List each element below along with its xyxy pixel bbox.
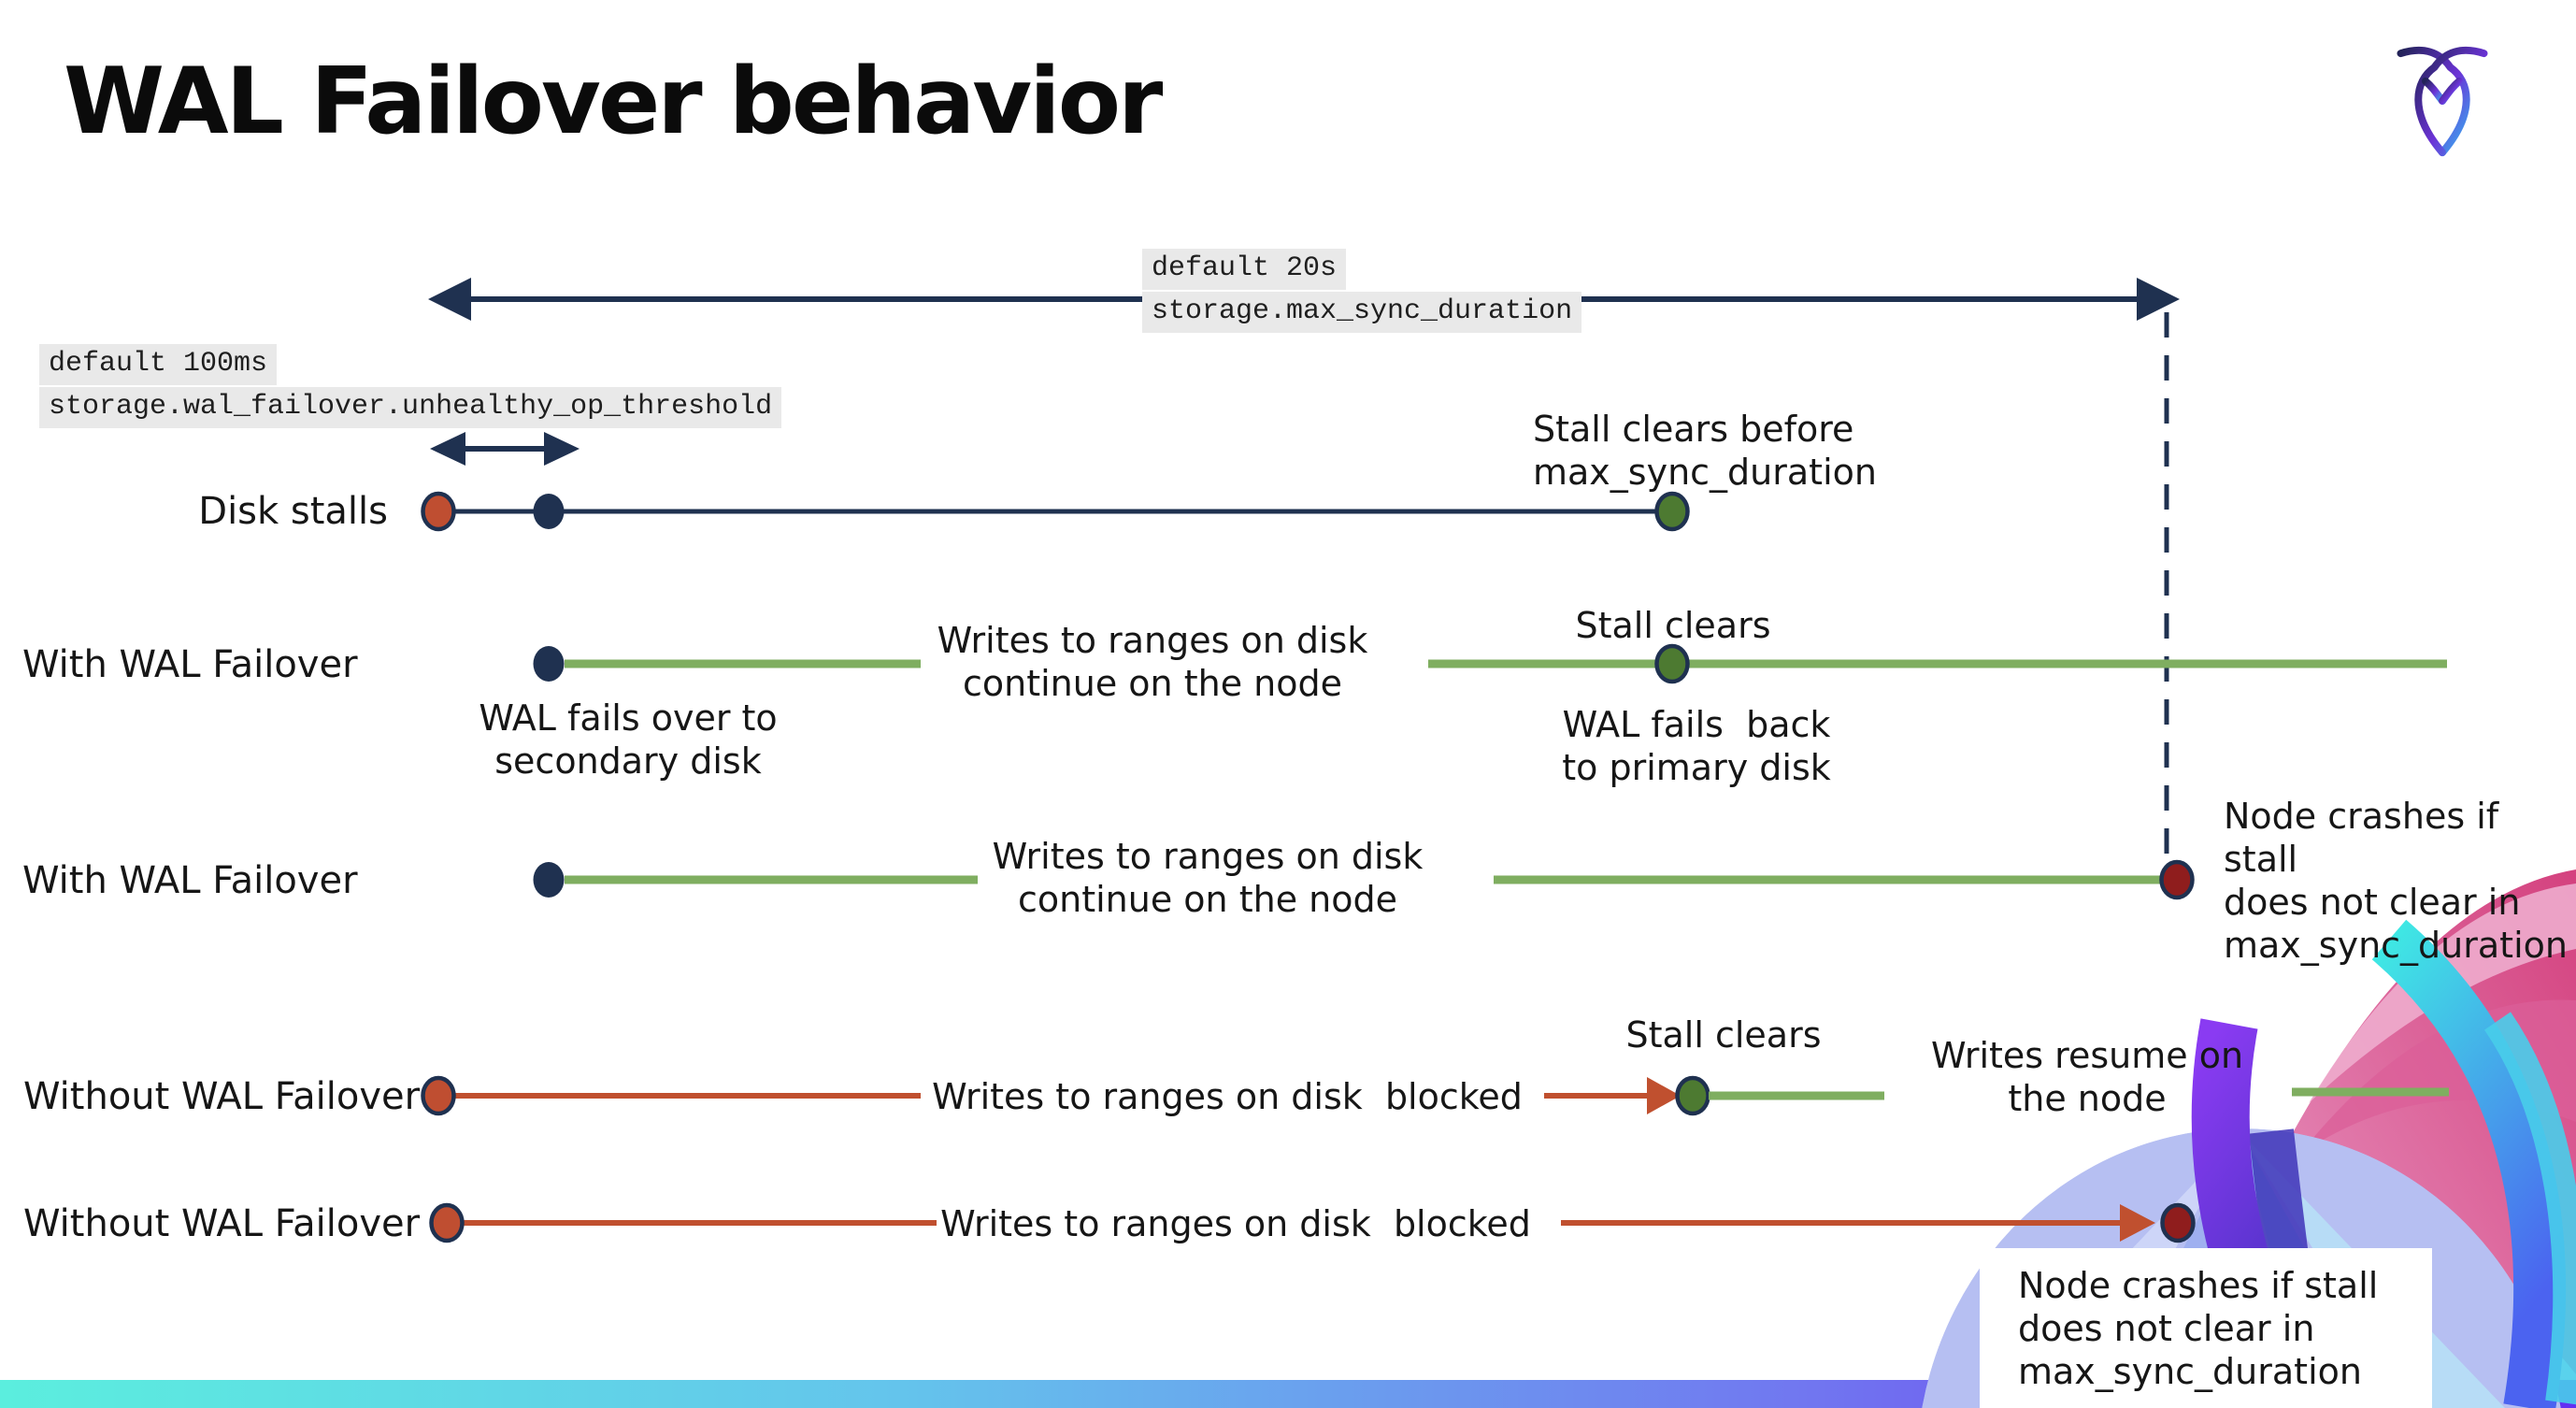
cockroachdb-logo-icon	[2397, 46, 2488, 157]
writes-continue-label-1: Writes to ranges on disk continue on the…	[937, 620, 1368, 704]
wal-fails-over-label: WAL fails over to secondary disk	[479, 697, 778, 782]
artwork-teal-arc-2	[2483, 1012, 2576, 1405]
row-label-with-wal-failover-2: With WAL Failover	[22, 859, 358, 902]
writes-continue-label-2: Writes to ranges on disk continue on the…	[992, 836, 1424, 920]
unhealthy-op-default-label: default 100ms	[39, 344, 278, 385]
page-title: WAL Failover behavior	[64, 49, 1163, 155]
max-sync-default-label: default 20s	[1142, 249, 1347, 290]
stall-clears-label-1: Stall clears	[1575, 605, 1771, 646]
max-sync-duration-annotation: default 20s storage.max_sync_duration	[1142, 249, 1582, 335]
blocked-arrowhead-1	[1647, 1077, 1681, 1114]
artwork-pink-inner	[2299, 999, 2576, 1155]
stall-clears-label-2: Stall clears	[1625, 1014, 1822, 1056]
stall-clears-dot-2	[1675, 1075, 1710, 1116]
writes-blocked-label-2: Writes to ranges on disk blocked	[940, 1203, 1531, 1244]
failover-dot	[533, 646, 565, 682]
failover-dot-2	[533, 862, 565, 898]
writes-blocked-label-1: Writes to ranges on disk blocked	[932, 1076, 1523, 1117]
stall-clears-before-label: Stall clears before max_sync_duration	[1533, 409, 1877, 493]
unhealthy-op-threshold-arrow	[430, 432, 580, 466]
row-label-disk-stalls: Disk stalls	[198, 490, 388, 533]
disk-stall-start-dot	[421, 491, 456, 532]
blocked-arrowhead-2	[2120, 1204, 2155, 1242]
row-label-with-wal-failover-1: With WAL Failover	[22, 643, 358, 686]
wal-fails-back-label: WAL fails back to primary disk	[1562, 704, 1831, 788]
node-crash-dot-1	[2159, 859, 2195, 900]
threshold-reached-dot	[533, 494, 565, 529]
writes-resume-label: Writes resume on the node	[1930, 1035, 2244, 1119]
timeline-row-disk-stalls	[421, 491, 1690, 532]
stall-clears-dot	[1654, 491, 1690, 532]
unhealthy-op-threshold-annotation: default 100ms storage.wal_failover.unhea…	[39, 344, 782, 430]
failback-dot	[1654, 643, 1690, 684]
node-crashes-label-2: Node crashes if stall does not clear in …	[2018, 1265, 2379, 1392]
row-label-without-wal-failover-1: Without WAL Failover	[23, 1075, 421, 1118]
node-crashes-label-1: Node crashes if stall does not clear in …	[2224, 796, 2568, 966]
disk-stall-dot-3	[429, 1202, 465, 1243]
disk-stall-dot-2	[421, 1075, 456, 1116]
timeline-row-wal-failover-1	[533, 643, 2447, 684]
node-crash-dot-2	[2160, 1202, 2196, 1243]
unhealthy-op-setting-name: storage.wal_failover.unhealthy_op_thresh…	[39, 387, 782, 428]
max-sync-setting-name: storage.max_sync_duration	[1142, 292, 1582, 333]
row-label-without-wal-failover-2: Without WAL Failover	[23, 1202, 421, 1245]
